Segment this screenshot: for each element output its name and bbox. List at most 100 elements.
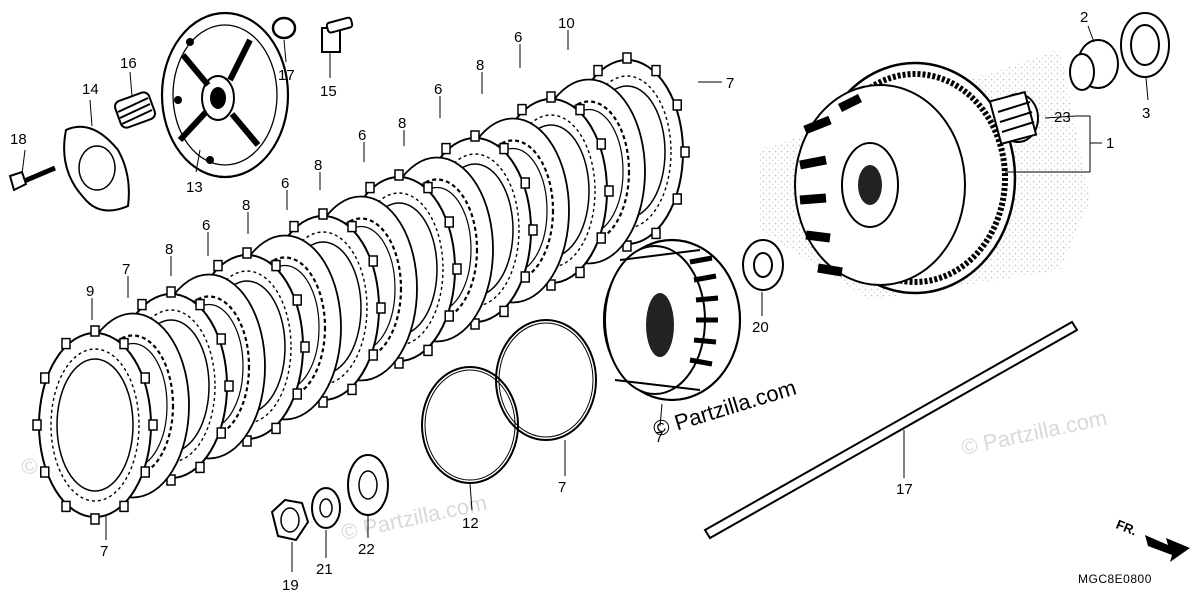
disc-tab (137, 298, 147, 311)
callout-6-e: 6 (514, 29, 522, 46)
collar-2 (1069, 39, 1119, 91)
disc-tab (499, 142, 509, 155)
callout-6-b: 6 (281, 175, 289, 192)
disc-tab (517, 103, 527, 116)
callout-19: 19 (282, 577, 299, 594)
washer-22 (347, 454, 389, 516)
disc-tab (292, 388, 302, 400)
disc-tab (651, 64, 661, 77)
callout-12: 13 (186, 179, 203, 196)
callout-8-e: 8 (476, 57, 484, 74)
washer-21 (311, 487, 341, 529)
callout-15: 16 (120, 55, 137, 72)
callout-6-a: 6 (202, 217, 210, 234)
callout-8-d: 8 (398, 115, 406, 132)
clutch-disc-stack (32, 52, 690, 525)
o-ring-5 (495, 319, 597, 441)
disc-tab (61, 337, 71, 350)
disc-tab (423, 344, 433, 357)
callout-2: 2 (1080, 9, 1088, 26)
disc-tab (213, 259, 223, 272)
callout-17: 17 (896, 481, 913, 498)
disc-tab (61, 500, 71, 513)
callout-11: 12 (462, 515, 479, 532)
disc-tab (32, 419, 42, 431)
callout-6-d: 6 (434, 81, 442, 98)
disc-tab (289, 220, 299, 233)
disc-tab (119, 337, 129, 350)
spring-15 (113, 91, 157, 129)
callout-7-right: 7 (726, 75, 734, 92)
disc-tab (528, 224, 538, 236)
disc-tab (318, 208, 328, 220)
friction-disc (38, 332, 152, 518)
callout-13: 14 (82, 81, 99, 98)
disc-tab (347, 220, 357, 233)
bolt-18 (8, 165, 56, 192)
disc-tab (520, 177, 530, 189)
disc-tab (452, 263, 462, 275)
disc-tab (216, 333, 226, 345)
callout-21: 21 (316, 561, 333, 578)
disc-tab (300, 341, 310, 353)
disc-tab (651, 227, 661, 240)
disc-tab (394, 169, 404, 181)
callout-labels: 18 14 16 13 17 15 2 3 23 1 7 20 7 12 17 … (10, 9, 1150, 594)
disc-tab (575, 266, 585, 279)
diagram-code: MGC8E0800 (1078, 572, 1152, 586)
disc-tab (365, 181, 375, 194)
disc-tab (224, 380, 234, 392)
disc-tab (195, 461, 205, 474)
callout-8-a: 8 (165, 241, 173, 258)
disc-tab (368, 255, 378, 267)
snap-ring-16 (271, 16, 297, 40)
callout-14: 15 (320, 83, 337, 100)
callout-20: 20 (752, 319, 769, 336)
disc-tab (271, 422, 281, 435)
callout-4: 7 (655, 429, 663, 446)
disc-tab (520, 271, 530, 283)
lock-nut-19 (270, 498, 310, 542)
callout-1: 1 (1106, 135, 1114, 152)
washer-20 (742, 239, 784, 291)
disc-tab (90, 325, 100, 337)
disc-tab (40, 372, 50, 384)
disc-tab (596, 138, 606, 150)
clutch-outer-1 (794, 61, 1017, 295)
disc-tab (470, 130, 480, 142)
disc-tab (271, 259, 281, 272)
disc-tab (166, 286, 176, 298)
disc-tab (444, 310, 454, 322)
clutch-center-4 (602, 238, 742, 402)
disc-tab (90, 513, 100, 525)
callout-10: 10 (558, 15, 575, 32)
callout-8-b: 8 (242, 197, 250, 214)
disc-tab (596, 232, 606, 244)
callout-22: 22 (358, 541, 375, 558)
callout-8-c: 8 (314, 157, 322, 174)
disc-tab (40, 466, 50, 478)
push-rod-17 (703, 320, 1079, 540)
disc-tab (575, 103, 585, 116)
callout-6-c: 6 (358, 127, 366, 144)
callout-5: 7 (558, 479, 566, 496)
leader-lines (21, 25, 1149, 572)
front-direction-arrow (1145, 535, 1190, 562)
disc-tab (376, 302, 386, 314)
disc-tab (242, 247, 252, 259)
disc-tab (216, 427, 226, 439)
pressure-plate (160, 11, 290, 179)
needle-bearing-23 (988, 90, 1039, 146)
disc-tab (292, 294, 302, 306)
callout-3: 3 (1142, 105, 1150, 122)
disc-tab (680, 146, 690, 158)
disc-tab (441, 142, 451, 155)
disc-tab (593, 64, 603, 77)
disc-tab (368, 349, 378, 361)
washer-3 (1120, 12, 1170, 78)
callout-23: 23 (1054, 109, 1071, 126)
disc-tab (423, 181, 433, 194)
callout-7-bottom: 7 (100, 543, 108, 560)
